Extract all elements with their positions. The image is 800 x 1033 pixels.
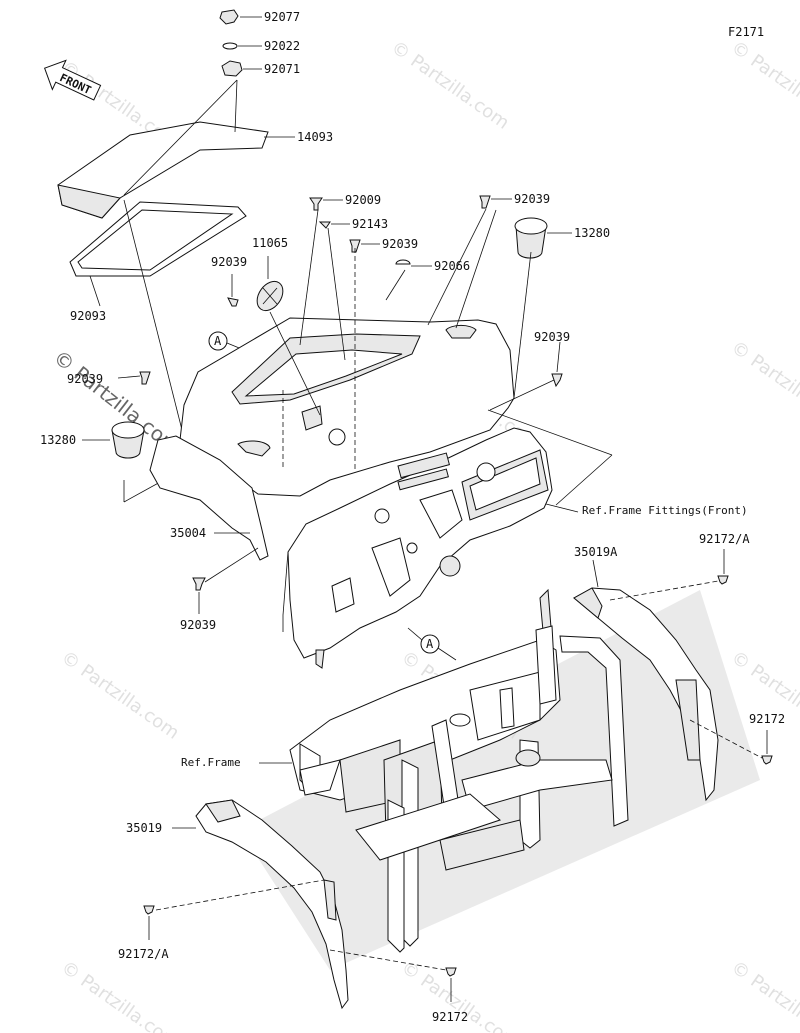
part-label-92172A-right: 92172/A	[699, 532, 750, 546]
part-label-92172-bottom: 92172	[432, 1010, 468, 1024]
screw-92172-right[interactable]	[761, 755, 773, 765]
clip-92009[interactable]	[309, 197, 323, 211]
screw-92172A-left[interactable]	[143, 905, 155, 915]
part-label-92172A-left: 92172/A	[118, 947, 169, 961]
side-panel-35004[interactable]	[149, 435, 269, 561]
part-label-92077: 92077	[264, 10, 300, 24]
part-label-35019: 35019	[126, 821, 162, 835]
screw-92172A-right[interactable]	[717, 575, 729, 585]
emblem-11065[interactable]	[252, 277, 288, 316]
figure-code: F2171	[728, 25, 764, 39]
part-label-13280-right: 13280	[574, 226, 610, 240]
part-label-92039-right-mid: 92039	[534, 330, 570, 344]
cup-holder-13280-left[interactable]	[111, 421, 145, 459]
part-label-92093: 92093	[70, 309, 106, 323]
clip-92039-left-upper[interactable]	[227, 297, 239, 307]
part-label-14093: 14093	[297, 130, 333, 144]
dash-tray-panel[interactable]	[179, 317, 515, 497]
callout-a-upper: A	[208, 331, 228, 351]
clip-92039-bottom-left[interactable]	[192, 577, 206, 591]
ref-frame-fittings-front: Ref.Frame Fittings(Front)	[582, 504, 748, 517]
fender-35019[interactable]	[195, 799, 349, 1010]
part-label-35019A: 35019A	[574, 545, 618, 559]
ref-frame-label: Ref.Frame	[181, 756, 241, 769]
storage-lid-14093[interactable]	[57, 121, 269, 219]
part-label-13280-left: 13280	[40, 433, 76, 447]
watermark: © Partzilla.com	[727, 37, 800, 134]
cup-holder-13280-right[interactable]	[514, 217, 548, 259]
fender-35019A[interactable]	[573, 587, 719, 802]
callout-a-lower-text: A	[426, 637, 434, 651]
cap-92066[interactable]	[395, 259, 411, 265]
part-label-92039-left-upper: 92039	[211, 255, 247, 269]
part-label-35004: 35004	[170, 526, 206, 540]
callout-a-upper-text: A	[214, 334, 222, 348]
washer-92022[interactable]	[222, 42, 238, 50]
part-label-92039-left: 92039	[67, 372, 103, 386]
part-label-92143: 92143	[352, 217, 388, 231]
nut-92071[interactable]	[221, 60, 243, 77]
clip-92039-right-mid[interactable]	[551, 373, 563, 388]
part-label-92039-bottom-left: 92039	[180, 618, 216, 632]
vehicle-frame	[240, 590, 760, 970]
clip-92143[interactable]	[318, 221, 331, 229]
part-label-92022: 92022	[264, 39, 300, 53]
part-label-11065: 11065	[252, 236, 288, 250]
clip-92039-top-right[interactable]	[479, 195, 491, 209]
part-label-92071: 92071	[264, 62, 300, 76]
watermark: © Partzilla.com	[727, 957, 800, 1033]
callout-a-lower: A	[420, 634, 440, 654]
part-label-92039-mid: 92039	[382, 237, 418, 251]
watermark: © Partzilla.com	[57, 647, 183, 744]
part-label-92009: 92009	[345, 193, 381, 207]
clip-92077[interactable]	[219, 9, 239, 25]
watermark: © Partzilla.com	[387, 37, 513, 134]
screw-92172-bottom[interactable]	[445, 967, 457, 977]
seal-92093[interactable]	[69, 201, 247, 277]
watermark: © Partzilla.com	[727, 337, 800, 434]
clip-92039-left[interactable]	[139, 371, 151, 385]
part-label-92172-right: 92172	[749, 712, 785, 726]
watermark: © Partzilla.com	[57, 957, 183, 1033]
part-label-92066: 92066	[434, 259, 470, 273]
part-label-92039-top-right: 92039	[514, 192, 550, 206]
clip-92039-mid[interactable]	[349, 239, 361, 253]
